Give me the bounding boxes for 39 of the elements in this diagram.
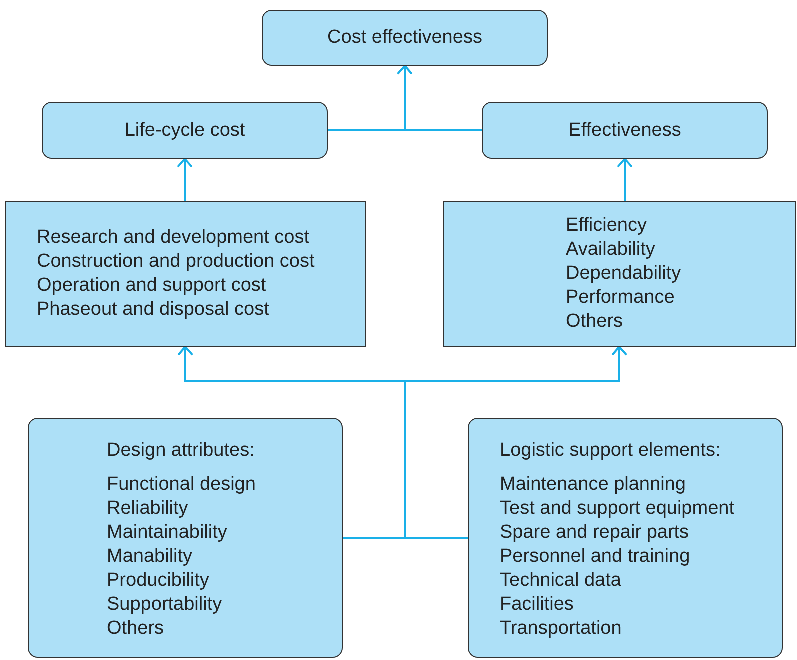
box-title: Effectiveness — [568, 118, 682, 142]
list-item: Functional design — [107, 473, 256, 497]
list-item: Test and support equipment — [500, 497, 734, 521]
list-item: Others — [566, 310, 624, 334]
list-item: Spare and repair parts — [500, 521, 690, 545]
list-item: Transportation — [500, 617, 622, 641]
connector-arrow — [404, 346, 628, 539]
list-item: Construction and production cost — [37, 250, 315, 274]
list-item: Facilities — [500, 593, 574, 617]
text-box — [443, 201, 796, 347]
rounded-box — [262, 10, 548, 66]
box-title: Cost effectiveness — [328, 26, 482, 50]
list-item: Producibility — [107, 569, 210, 593]
list-item: Performance — [566, 286, 675, 310]
list-item: Availability — [566, 238, 656, 262]
rounded-box — [482, 102, 768, 159]
rounded-box — [468, 418, 783, 658]
list-item: Phaseout and disposal cost — [37, 298, 270, 322]
list-item: Efficiency — [566, 214, 647, 238]
list-item: Dependability — [566, 262, 682, 286]
connector-arrow — [617, 158, 633, 201]
list-item: Reliability — [107, 497, 188, 521]
box-heading: Logistic support elements: — [500, 439, 721, 463]
connector-arrow — [177, 158, 193, 201]
box-heading: Design attributes: — [107, 439, 255, 463]
list-item: Maintenance planning — [500, 473, 686, 497]
rounded-box — [28, 418, 343, 658]
list-item: Personnel and training — [500, 545, 690, 569]
rounded-box — [42, 102, 328, 159]
list-item: Technical data — [500, 569, 622, 593]
box-title: Life-cycle cost — [124, 118, 246, 142]
connector-arrow — [397, 65, 482, 132]
list-item: Operation and support cost — [37, 274, 266, 298]
list-item: Others — [107, 617, 164, 641]
list-item: Supportability — [107, 593, 222, 617]
list-item: Research and development cost — [37, 226, 310, 250]
list-item: Maintainability — [107, 521, 228, 545]
text-box — [5, 201, 366, 347]
list-item: Manability — [107, 545, 193, 569]
